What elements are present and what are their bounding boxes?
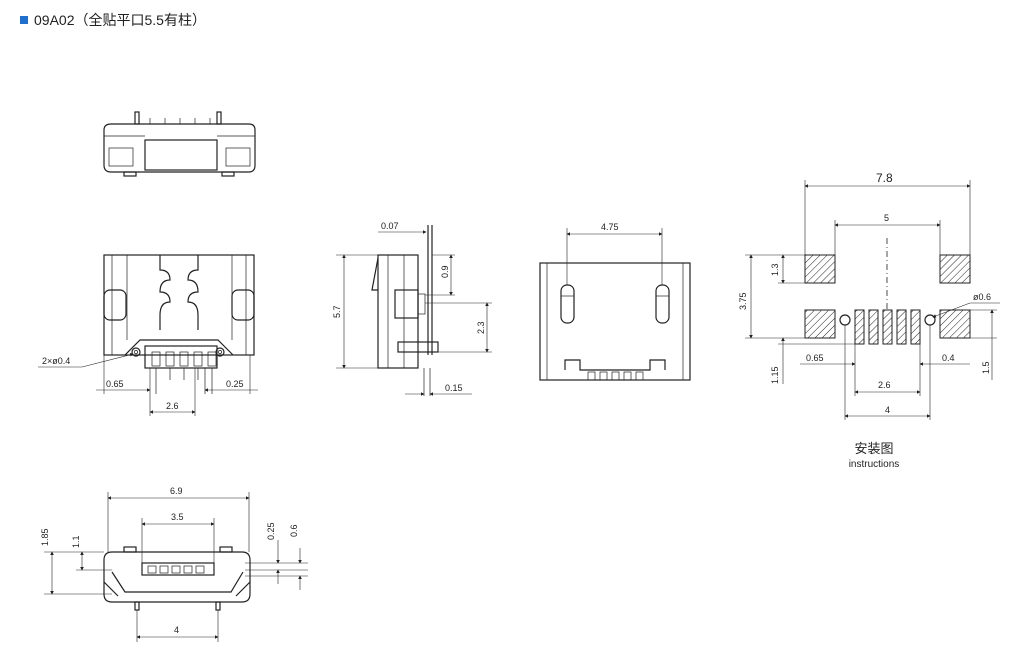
fp-dim-4: 4 (885, 405, 890, 415)
pad-top-right (939, 254, 971, 284)
fp-dim-375: 3.75 (738, 292, 748, 310)
fp-dim-5: 5 (884, 213, 889, 223)
back-dim-475: 4.75 (601, 222, 619, 232)
back-view (539, 228, 691, 381)
side-dim-015: 0.15 (445, 383, 463, 393)
pad-mid-left (804, 309, 836, 339)
pin-pad-1 (854, 309, 865, 345)
pad-top-left (804, 254, 836, 284)
front-dim-025: 0.25 (226, 379, 244, 389)
side-dim-23: 2.3 (476, 321, 486, 334)
bot-dim-11: 1.1 (71, 535, 81, 548)
bot-dim-4: 4 (174, 625, 179, 635)
top-view (103, 111, 256, 177)
bot-dim-69: 6.9 (170, 486, 183, 496)
bot-dim-025: 0.25 (266, 522, 276, 540)
side-view (336, 225, 492, 396)
fp-dim-d06: ø0.6 (973, 292, 991, 302)
bot-dim-185: 1.85 (40, 528, 50, 546)
fp-dim-15: 1.5 (981, 361, 991, 374)
bottom-view (44, 492, 308, 642)
footprint-view (745, 180, 1000, 420)
pin-pad-5 (910, 309, 921, 345)
pin-pad-3 (882, 309, 893, 345)
fp-dim-13: 1.3 (770, 263, 780, 276)
pin-pad-2 (868, 309, 879, 345)
bot-dim-06: 0.6 (289, 524, 299, 537)
fp-dim-78: 7.8 (876, 171, 893, 185)
bot-dim-35: 3.5 (171, 512, 184, 522)
fp-caption-cn: 安装图 (854, 441, 893, 456)
fp-dim-26: 2.6 (878, 380, 891, 390)
title-text: 09A02（全贴平口5.5有柱） (34, 12, 206, 28)
side-dim-007: 0.07 (381, 221, 399, 231)
front-dim-26: 2.6 (166, 401, 179, 411)
front-label-2x04: 2×ø0.4 (42, 356, 70, 366)
fp-dim-065: 0.65 (806, 353, 824, 363)
front-dim-065: 0.65 (106, 379, 124, 389)
pad-mid-right (939, 309, 971, 339)
bullet-icon (20, 16, 28, 24)
fp-dim-04: 0.4 (942, 353, 955, 363)
side-dim-57: 5.7 (332, 305, 342, 318)
fp-dim-115: 1.15 (770, 366, 780, 384)
pin-pad-4 (896, 309, 907, 345)
front-view (38, 254, 258, 416)
page-title: 09A02（全贴平口5.5有柱） (20, 10, 206, 30)
side-dim-09: 0.9 (440, 265, 450, 278)
fp-caption-en: instructions (849, 459, 900, 470)
